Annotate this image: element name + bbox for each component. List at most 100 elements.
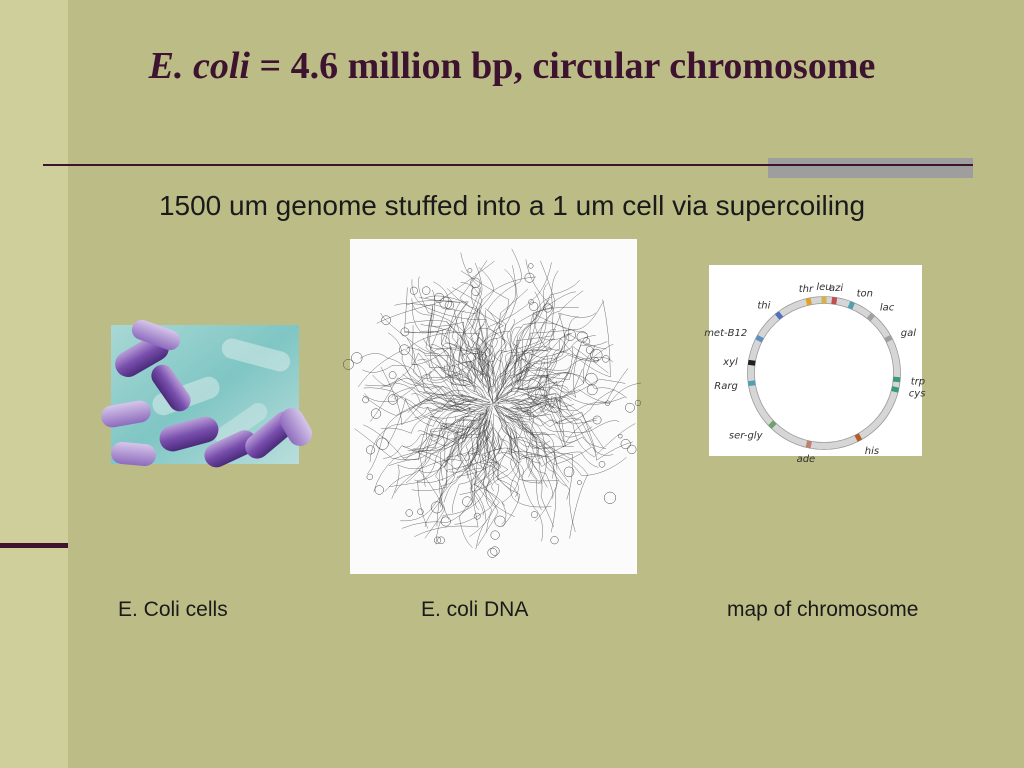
gene-label: thr — [799, 284, 814, 295]
dna-loop — [528, 299, 534, 305]
gene-label: xyl — [722, 357, 738, 368]
dna-loop — [381, 315, 391, 325]
dna-loop — [618, 433, 623, 439]
title-italic: E. coli — [148, 45, 250, 87]
caption-ecoli-cells: E. Coli cells — [118, 598, 228, 621]
dna-loop — [543, 303, 553, 313]
dna-loop — [593, 357, 599, 363]
dna-loop — [343, 359, 354, 370]
gene-marker — [892, 376, 901, 383]
dna-loop — [576, 331, 588, 343]
gene-label: gal — [901, 328, 916, 339]
ecoli-cells-image — [101, 319, 312, 468]
gene-marker — [747, 380, 756, 387]
dna-loop — [592, 415, 602, 425]
dna-loop — [598, 461, 606, 468]
dna-loop — [487, 547, 498, 558]
ecoli-dna-image — [343, 239, 642, 574]
dna-loop — [388, 371, 397, 380]
dna-loop — [585, 346, 594, 354]
caption-chromosome-map: map of chromosome — [727, 598, 919, 621]
gene-label: ade — [797, 454, 816, 465]
dna-loop — [366, 445, 375, 455]
dna-loop — [374, 485, 384, 495]
title-divider — [43, 164, 973, 166]
dna-loop — [440, 516, 451, 527]
gene-marker — [884, 334, 893, 343]
dna-loop — [576, 480, 582, 486]
dna-loop — [376, 437, 389, 450]
gene-label: trp — [911, 377, 925, 388]
dna-strands — [354, 248, 642, 550]
dna-loop — [444, 300, 455, 310]
dna-loop — [434, 292, 445, 303]
dna-loop — [366, 473, 373, 481]
title-rest: = 4.6 million bp, circular chromosome — [249, 45, 876, 87]
dna-loop — [524, 272, 535, 283]
dna-loop — [387, 394, 399, 405]
left-decor-line — [0, 543, 68, 548]
gene-marker — [805, 297, 812, 306]
dna-loop — [467, 268, 473, 273]
gene-label: thi — [757, 300, 770, 311]
dna-loop — [582, 337, 591, 345]
dna-loop — [590, 348, 603, 362]
gene-marker — [774, 311, 784, 320]
gene-label: leu — [816, 282, 831, 293]
dna-loop — [528, 263, 534, 269]
gene-marker — [821, 296, 827, 304]
dna-loop — [602, 355, 610, 363]
dna-loop — [399, 344, 410, 356]
dna-loop — [494, 515, 506, 527]
caption-ecoli-dna: E. coli DNA — [421, 598, 529, 621]
dna-loop — [473, 512, 481, 520]
title-divider-accent — [768, 158, 973, 178]
dna-loop — [470, 277, 481, 288]
dna-loop — [604, 400, 611, 406]
dna-loop — [586, 384, 598, 396]
slide-title: E. coli = 4.6 million bp, circular chrom… — [0, 40, 1024, 92]
dna-loop — [563, 466, 575, 478]
dna-loop — [603, 491, 617, 504]
dna-loop — [351, 352, 363, 364]
dna-loop — [462, 496, 473, 507]
dna-loop — [409, 286, 418, 295]
gene-label: Rarg — [714, 381, 738, 392]
slide-subtitle: 1500 um genome stuffed into a 1 um cell … — [158, 190, 866, 221]
dna-loop — [530, 511, 538, 519]
gene-label: met-B12 — [704, 328, 747, 339]
gene-label: lac — [880, 302, 895, 313]
dna-loop — [417, 508, 424, 515]
dna-loop — [490, 546, 500, 556]
gene-label: his — [865, 446, 879, 457]
gene-marker — [866, 312, 876, 322]
dna-loop — [439, 296, 453, 310]
dna-loop — [634, 399, 642, 406]
gene-marker — [747, 359, 756, 366]
gene-marker — [891, 386, 900, 393]
gene-marker — [755, 334, 764, 343]
dna-loop — [433, 536, 442, 544]
dna-loop — [362, 396, 369, 404]
gene-label: ton — [857, 288, 873, 299]
gene-marker — [805, 440, 812, 449]
dna-loop — [405, 509, 413, 517]
dna-loop — [430, 501, 443, 514]
gene-label: cys — [909, 389, 926, 400]
dna-loop — [625, 402, 635, 413]
dna-loop — [422, 286, 431, 295]
gene-marker — [831, 296, 838, 305]
dna-loop — [564, 329, 576, 341]
left-decor-band — [0, 0, 68, 768]
gene-marker — [847, 301, 855, 310]
gene-label: ser-gly — [729, 431, 764, 442]
dna-loop — [471, 286, 481, 296]
dna-loop — [550, 536, 559, 545]
dna-loop — [437, 536, 445, 545]
dna-loop — [627, 444, 637, 455]
gene-marker — [768, 420, 777, 429]
dna-loop — [400, 327, 410, 337]
dna-loop — [370, 408, 382, 419]
dna-loop — [585, 372, 598, 386]
